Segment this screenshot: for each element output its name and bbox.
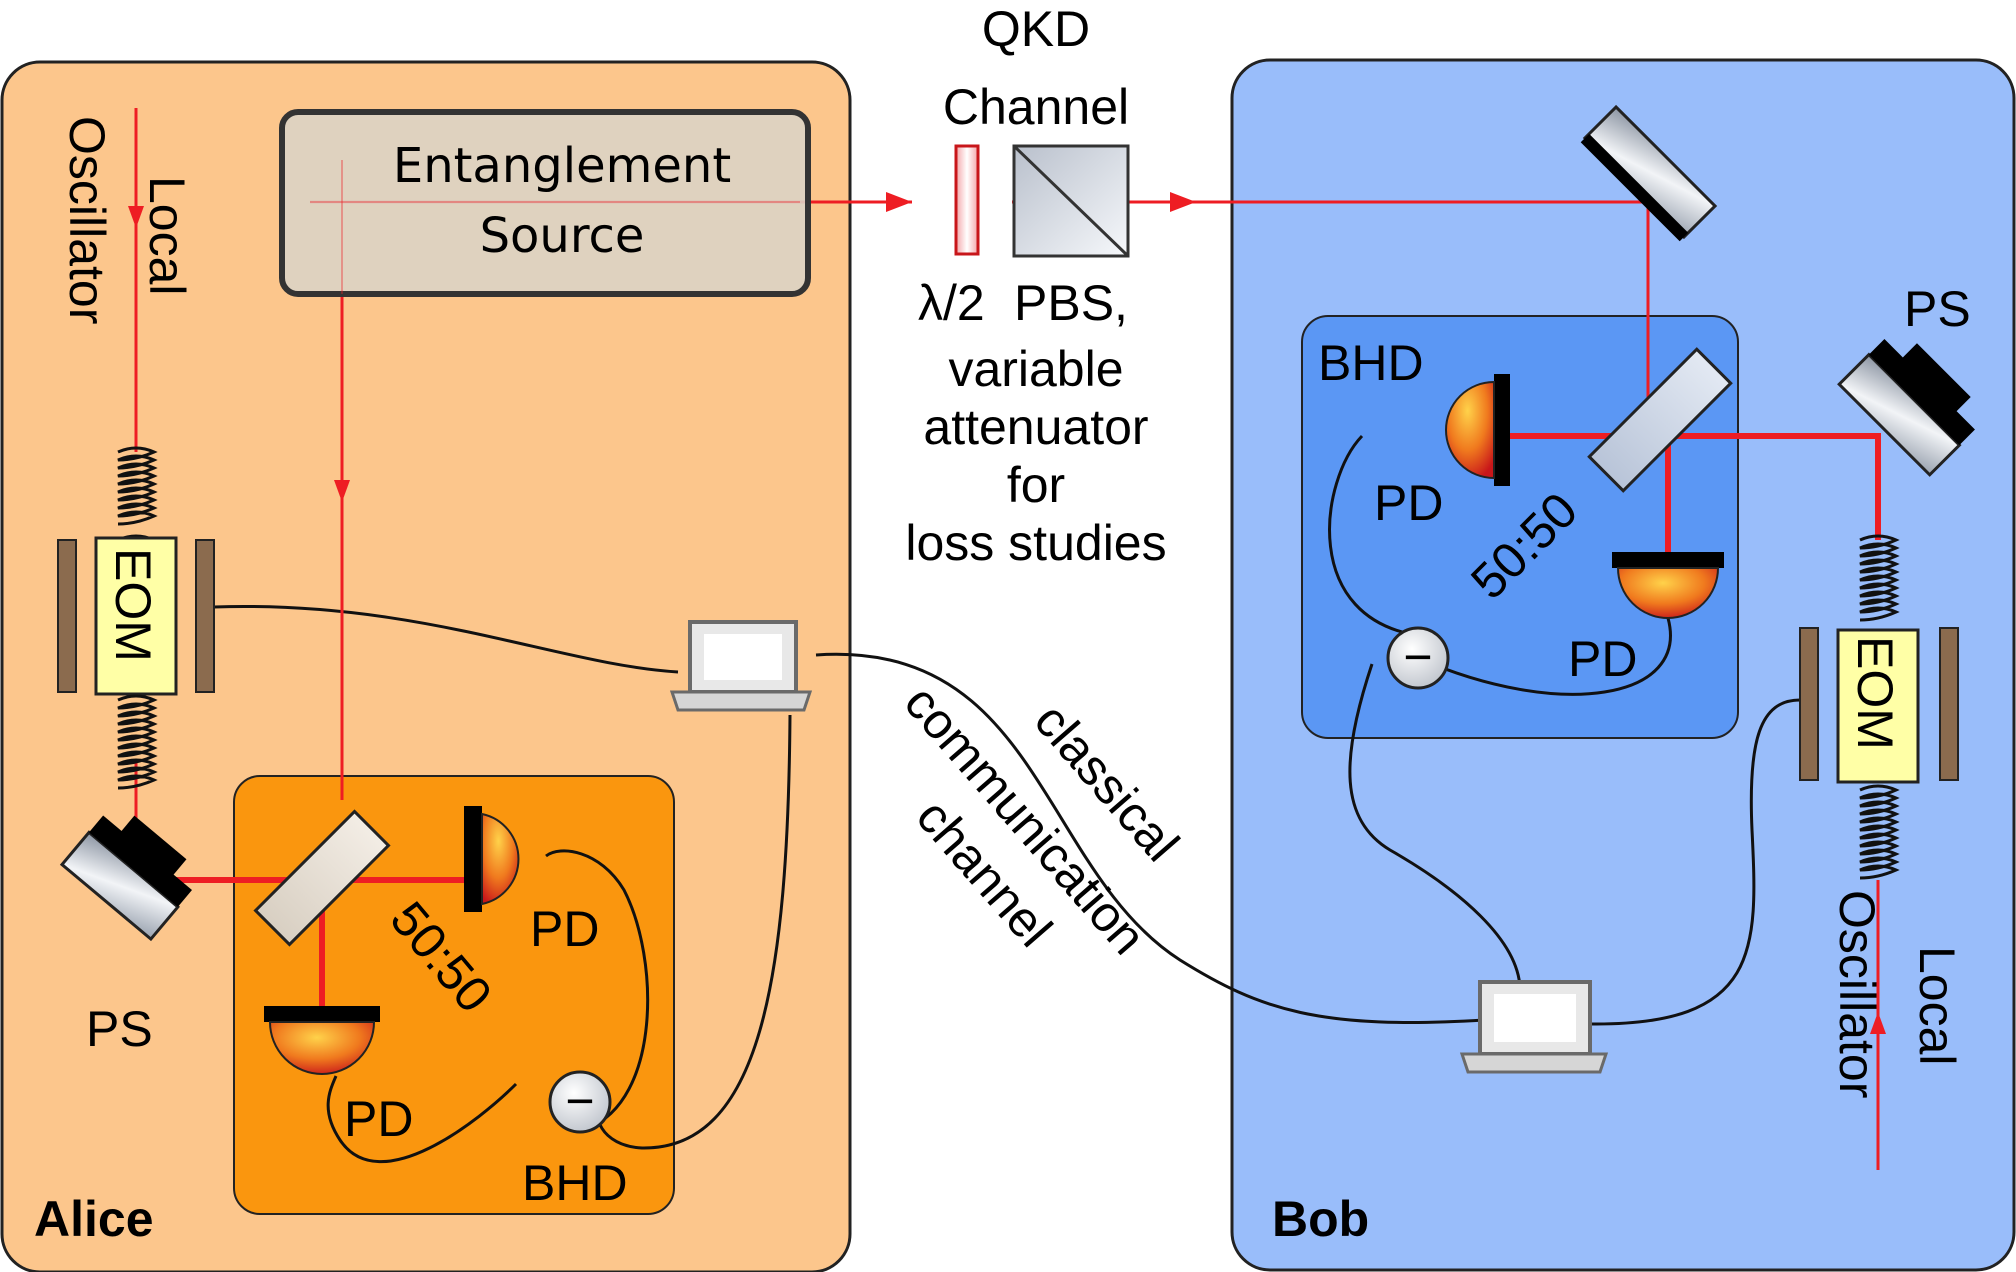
svg-text:Local: Local: [139, 176, 195, 296]
bob-title: Bob: [1272, 1191, 1369, 1247]
bob-fiber-coil-upper: [1859, 534, 1900, 622]
attenuator-label-2: attenuator: [923, 399, 1148, 455]
source-label-1: Entanglement: [393, 138, 731, 194]
bob-pd2-label: PD: [1568, 631, 1637, 687]
svg-text:Oscillator: Oscillator: [59, 116, 115, 324]
halfwave-label: λ/2: [918, 275, 985, 331]
qkd-label-2: Channel: [943, 79, 1129, 135]
alice-photodiode-2: [264, 1006, 380, 1075]
bob-phase-shifter: [1837, 339, 1975, 477]
qkd-label-1: QKD: [982, 1, 1090, 57]
alice-bhd-label: BHD: [522, 1155, 628, 1211]
source-label-2: Source: [480, 208, 645, 264]
svg-text:Oscillator: Oscillator: [1829, 890, 1885, 1098]
bob-computer-icon: [1459, 980, 1609, 1074]
bob-subtractor: −: [1386, 626, 1450, 690]
alice-eom: EOM: [57, 536, 215, 696]
alice-computer-icon: [669, 620, 813, 712]
bob-ps-label: PS: [1904, 281, 1971, 337]
alice-title: Alice: [34, 1191, 154, 1247]
beam-arrows: [128, 192, 1886, 1034]
bob-photodiode-1: [1445, 374, 1510, 486]
signal-cables: [213, 434, 1801, 1164]
attenuator-label-3: for: [1007, 457, 1065, 513]
bob-pd1-label: PD: [1374, 475, 1443, 531]
half-wave-plate: [954, 144, 980, 256]
alice-local-oscillator-label: Local Oscillator: [59, 116, 195, 324]
svg-text:−: −: [565, 1073, 594, 1129]
bob-bhd-label: BHD: [1318, 335, 1424, 391]
alice-beamsplitter: [253, 809, 391, 947]
bob-local-oscillator-label: Local Oscillator: [1829, 890, 1965, 1098]
qkd-channel: QKD Channel λ/2 PBS, variable attenuator…: [894, 1, 1190, 965]
pbs-label: PBS,: [1014, 275, 1128, 331]
bob-eom: EOM: [1799, 627, 1959, 784]
alice-ps-label: PS: [86, 1001, 153, 1057]
attenuator-label-1: variable: [948, 341, 1123, 397]
svg-text:EOM: EOM: [105, 548, 161, 662]
alice-phase-shifter: [59, 815, 192, 942]
alice-photodiode-1: [464, 806, 520, 912]
bob-fiber-coil-lower: [1859, 784, 1900, 880]
alice-fiber-coil-lower: [117, 694, 158, 790]
alice-pd2-label: PD: [344, 1091, 413, 1147]
bob-beamsplitter: [1587, 347, 1733, 493]
entanglement-source: Entanglement Source: [279, 109, 811, 297]
alice-pd1-label: PD: [530, 901, 599, 957]
bob-photodiode-2: [1612, 552, 1724, 619]
alice-subtractor: −: [548, 1070, 612, 1134]
svg-text:EOM: EOM: [1847, 636, 1903, 750]
bob-mirror: [1580, 104, 1718, 242]
svg-text:Local: Local: [1909, 946, 1965, 1066]
svg-text:−: −: [1403, 629, 1432, 685]
attenuator-label-4: loss studies: [905, 515, 1166, 571]
